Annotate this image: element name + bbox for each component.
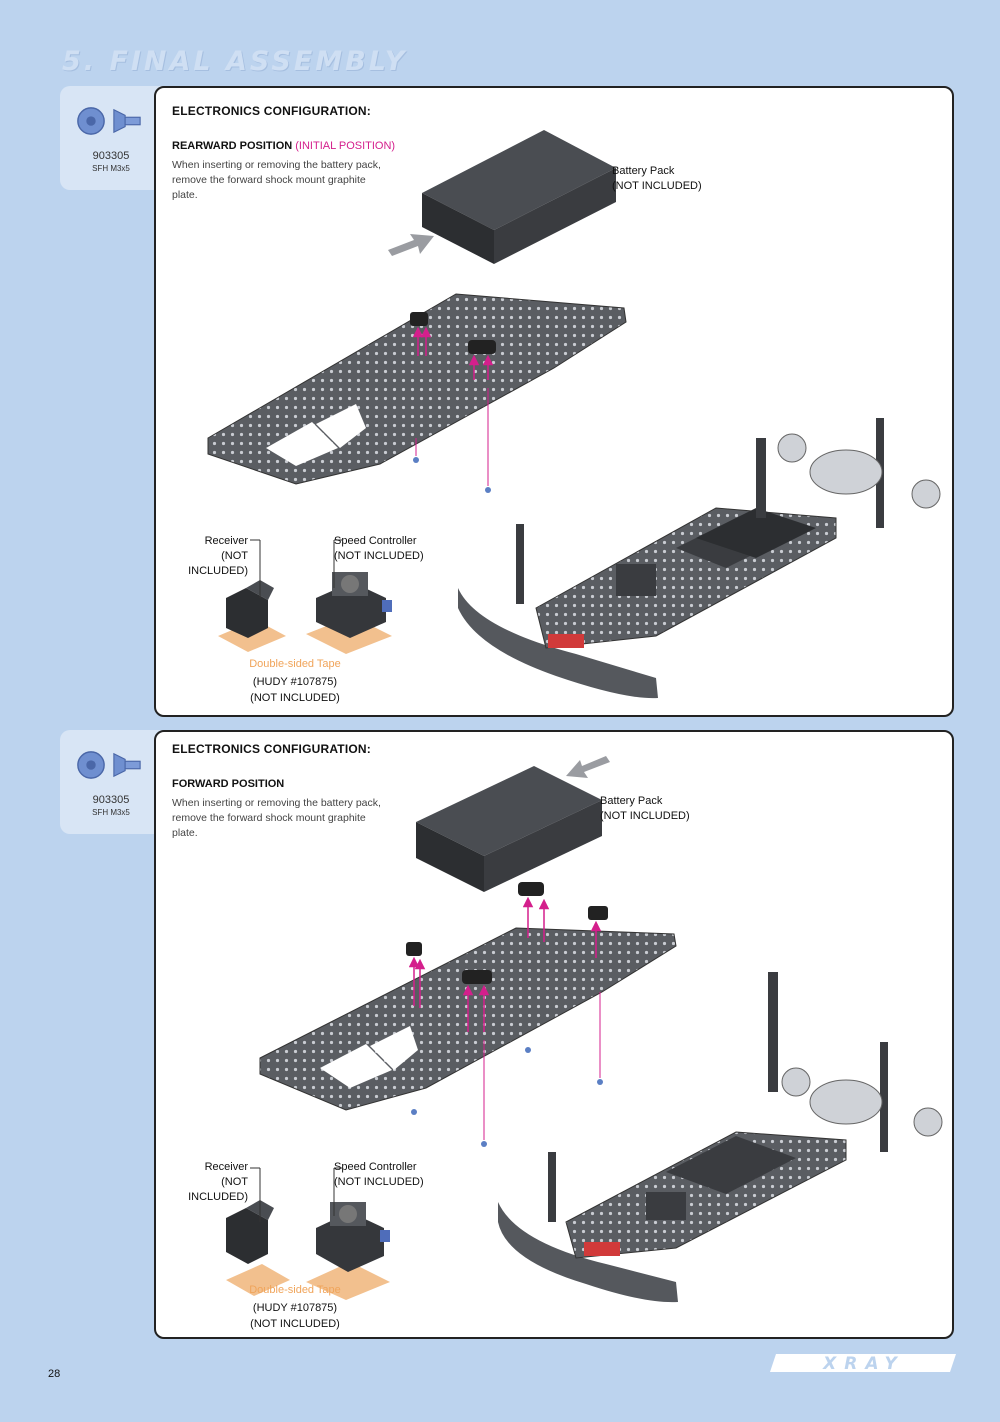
panel-heading: ELECTRONICS CONFIGURATION: xyxy=(172,104,371,118)
svg-text:XRAY: XRAY xyxy=(822,1354,905,1374)
battery-note: When inserting or removing the battery p… xyxy=(172,159,381,201)
receiver-callout: Receiver(NOT INCLUDED) xyxy=(188,535,248,577)
battery-pack-illustration xyxy=(416,766,602,892)
assembly-panel-rearward: ELECTRONICS CONFIGURATION: REARWARD POSI… xyxy=(154,86,954,717)
screw-head-icon xyxy=(77,751,105,779)
tape-part-info: (HUDY #107875)(NOT INCLUDED) xyxy=(250,1302,340,1330)
part-desc: SFH M3x5 xyxy=(92,164,130,173)
page-number: 28 xyxy=(48,1368,61,1380)
tape-part-info: (HUDY #107875)(NOT INCLUDED) xyxy=(250,676,340,704)
part-tab-2: 903305 SFH M3x5 xyxy=(60,730,170,834)
part-code: 903305 xyxy=(92,794,130,806)
car-chassis-illustration xyxy=(498,972,943,1303)
battery-pack-illustration xyxy=(422,130,616,264)
screw-head-icon xyxy=(77,107,105,135)
initial-position-note: (INITIAL POSITION) xyxy=(295,140,396,152)
screw-side-icon xyxy=(113,109,141,133)
insert-arrow xyxy=(566,756,610,778)
insert-arrow xyxy=(388,234,434,256)
forward-assembly-drawing xyxy=(226,756,943,1303)
receiver-illustration xyxy=(226,1200,290,1296)
speed-controller-callout: Speed Controller(NOT INCLUDED) xyxy=(334,1161,424,1188)
battery-note: When inserting or removing the battery p… xyxy=(172,797,381,839)
part-tab-1: 903305 SFH M3x5 xyxy=(60,86,170,190)
battery-pack-callout: Battery Pack(NOT INCLUDED) xyxy=(600,795,690,822)
part-code: 903305 xyxy=(92,150,130,162)
xray-logo: XRAY xyxy=(770,1354,956,1374)
position-subheading: REARWARD POSITION (INITIAL POSITION) xyxy=(172,140,396,152)
panel-heading: ELECTRONICS CONFIGURATION: xyxy=(172,742,371,756)
double-sided-tape-label: Double-sided Tape xyxy=(249,1284,341,1296)
section-title: 5. FINAL ASSEMBLY xyxy=(62,46,408,77)
part-desc: SFH M3x5 xyxy=(92,808,130,817)
position-subheading: FORWARD POSITION xyxy=(172,778,285,790)
screw-side-icon xyxy=(113,753,141,777)
car-chassis-illustration xyxy=(458,418,941,699)
receiver-illustration xyxy=(218,580,286,652)
speed-controller-illustration xyxy=(306,572,392,654)
assembly-panel-forward: ELECTRONICS CONFIGURATION: FORWARD POSIT… xyxy=(154,730,954,1339)
battery-pack-callout: Battery Pack(NOT INCLUDED) xyxy=(612,165,702,192)
receiver-callout: Receiver(NOT INCLUDED) xyxy=(188,1161,248,1203)
double-sided-tape-label: Double-sided Tape xyxy=(249,658,341,670)
speed-controller-illustration xyxy=(306,1202,390,1300)
rearward-assembly-drawing xyxy=(207,130,941,699)
speed-controller-callout: Speed Controller(NOT INCLUDED) xyxy=(334,535,424,562)
